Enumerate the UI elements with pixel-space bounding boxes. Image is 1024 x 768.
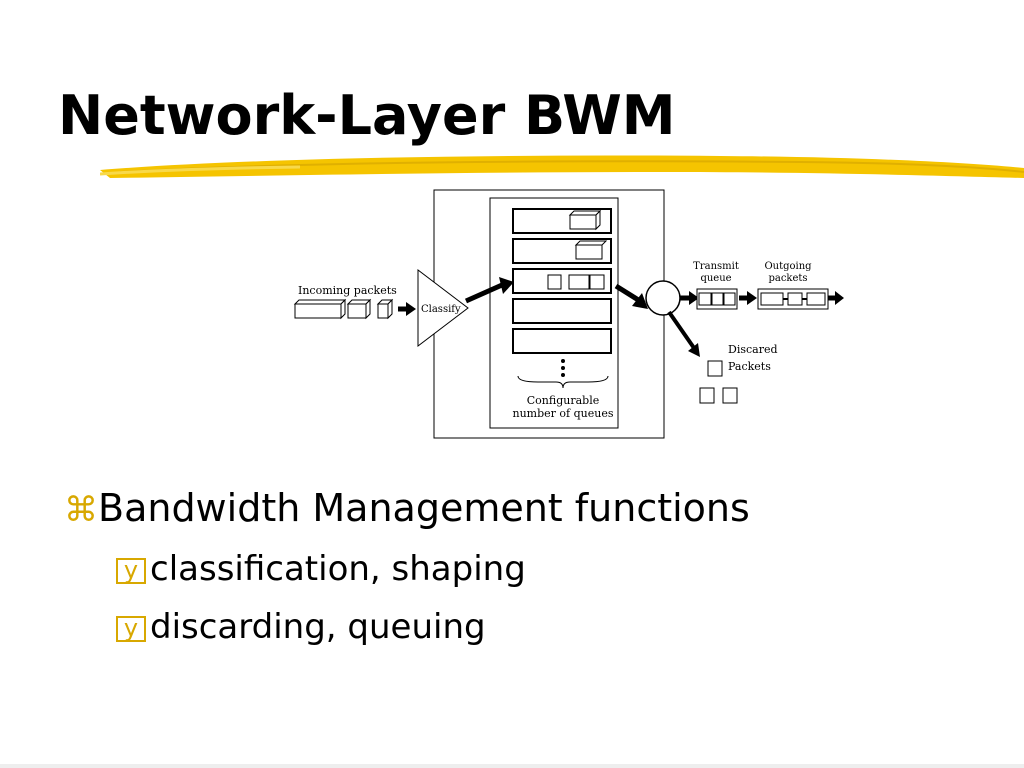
queue-4 <box>512 298 612 324</box>
bullet-main: ⌘Bandwidth Management functions <box>64 486 750 530</box>
bullet-sub-text: classification, shaping <box>150 549 526 589</box>
classify-node <box>417 268 469 348</box>
bullet-sub-text: discarding, queuing <box>150 607 486 647</box>
configurable-label-1: Configurable <box>527 394 599 407</box>
outgoing-label-1: Outgoing <box>764 261 812 272</box>
queue-2 <box>512 238 612 264</box>
discarded-packet <box>707 360 723 377</box>
slide-title: Network-Layer BWM <box>58 84 676 147</box>
transmit-label-2: queue <box>700 273 731 284</box>
queue-1 <box>512 208 612 234</box>
queue-5 <box>512 328 612 354</box>
classify-label: Classify <box>421 304 461 315</box>
queue-3 <box>512 268 612 294</box>
title-highlight-stroke <box>100 155 1024 178</box>
discard-label-2: Packets <box>728 360 771 373</box>
configurable-label-2: number of queues <box>513 407 614 420</box>
checkbox-y-icon: y <box>116 616 146 642</box>
command-icon: ⌘ <box>64 490 98 530</box>
outgoing-label-2: packets <box>768 273 807 284</box>
discarded-packet <box>722 387 738 404</box>
discarded-packet <box>699 387 715 404</box>
bwm-diagram: Configurable number of queues Incoming p… <box>293 189 844 439</box>
transmit-label-1: Transmit <box>693 261 739 272</box>
checkbox-y-icon: y <box>116 558 146 584</box>
scheduler-node <box>645 280 681 316</box>
bullet-main-text: Bandwidth Management functions <box>98 486 750 530</box>
incoming-label: Incoming packets <box>298 284 397 297</box>
bottom-rule <box>0 764 1024 768</box>
discard-label-1: Discared <box>728 343 778 356</box>
incoming-packets <box>293 298 394 320</box>
